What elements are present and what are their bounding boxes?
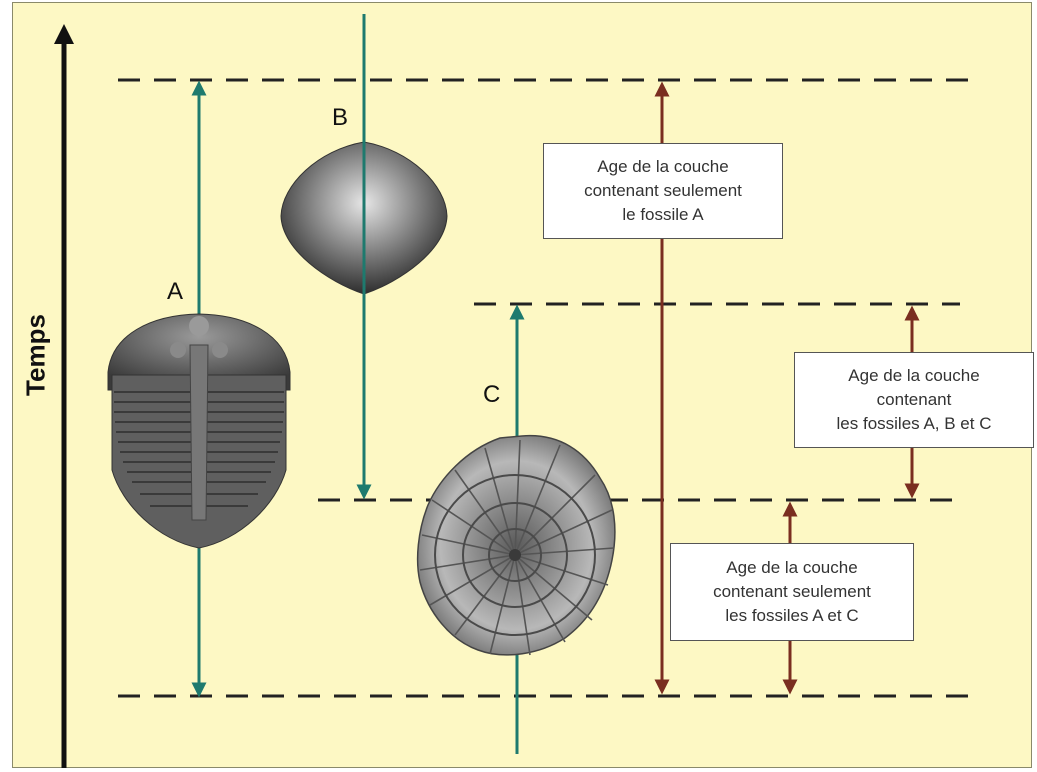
box-a-b-c-line-1: Age de la couche <box>795 364 1033 388</box>
box-a-and-c: Age de la couche contenant seulement les… <box>670 543 914 641</box>
box-a-b-c: Age de la couche contenant les fossiles … <box>794 352 1034 448</box>
box-a-and-c-line-1: Age de la couche <box>671 556 913 580</box>
box-only-a: Age de la couche contenant seulement le … <box>543 143 783 239</box>
time-axis-label: Temps <box>21 314 52 396</box>
ammonite-shape <box>418 436 615 655</box>
fossil-b-letter: B <box>332 104 348 132</box>
box-a-and-c-line-3: les fossiles A et C <box>671 604 913 628</box>
box-only-a-line-2: contenant seulement <box>544 179 782 203</box>
trilobite-shape <box>108 314 290 548</box>
fossil-a-letter: A <box>167 278 183 306</box>
box-a-and-c-line-2: contenant seulement <box>671 580 913 604</box>
box-a-b-c-line-3: les fossiles A, B et C <box>795 412 1033 436</box>
fossil-c-letter: C <box>483 381 500 409</box>
box-a-b-c-line-2: contenant <box>795 388 1033 412</box>
box-only-a-line-1: Age de la couche <box>544 155 782 179</box>
box-only-a-line-3: le fossile A <box>544 203 782 227</box>
